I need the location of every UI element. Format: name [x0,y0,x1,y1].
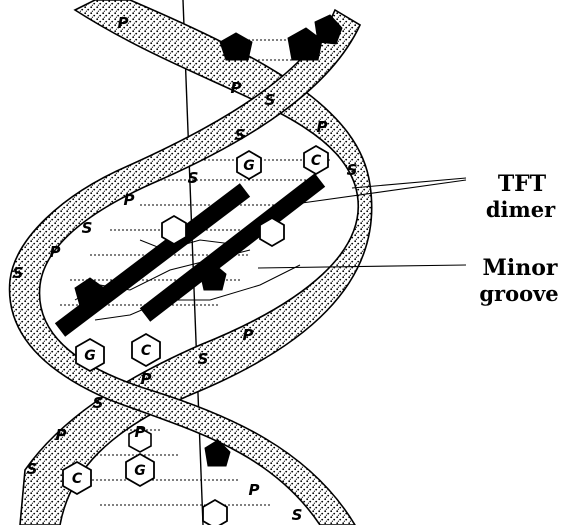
minor-groove-leader [258,265,466,268]
backbone-sugar: S [265,91,276,109]
label-tft: TFT [477,173,567,195]
backbone-sugar: S [235,126,246,144]
backbone-phosphate: P [231,79,242,97]
label-groove: groove [470,283,568,304]
base-g: G [84,348,96,364]
tft-leader-lower [302,180,466,203]
backbone-sugar: S [292,506,303,524]
label-dimer: dimer [473,199,568,220]
backbone-sugar: S [93,394,104,412]
base-c: C [72,471,83,487]
label-minor: Minor [472,257,568,279]
base-g: G [134,463,146,479]
backbone-phosphate: P [141,370,152,388]
backbone-phosphate: P [243,326,254,344]
backbone-sugar: S [188,169,199,187]
backbone-phosphate: P [124,191,135,209]
backbone-sugar: S [82,219,93,237]
backbone-phosphate: P [56,426,67,444]
backbone-phosphate: P [317,118,328,136]
base-c: C [311,153,322,169]
backbone-sugar: S [27,460,38,478]
backbone-phosphate: P [249,481,260,499]
backbone-phosphate: P [50,243,61,261]
backbone-phosphate: P [135,423,146,441]
base-c: C [141,343,152,359]
backbone-sugar: S [347,161,358,179]
backbone-sugar: S [13,264,24,282]
backbone-sugar: S [198,350,209,368]
backbone-phosphate: P [118,14,129,32]
base-g: G [243,158,255,174]
